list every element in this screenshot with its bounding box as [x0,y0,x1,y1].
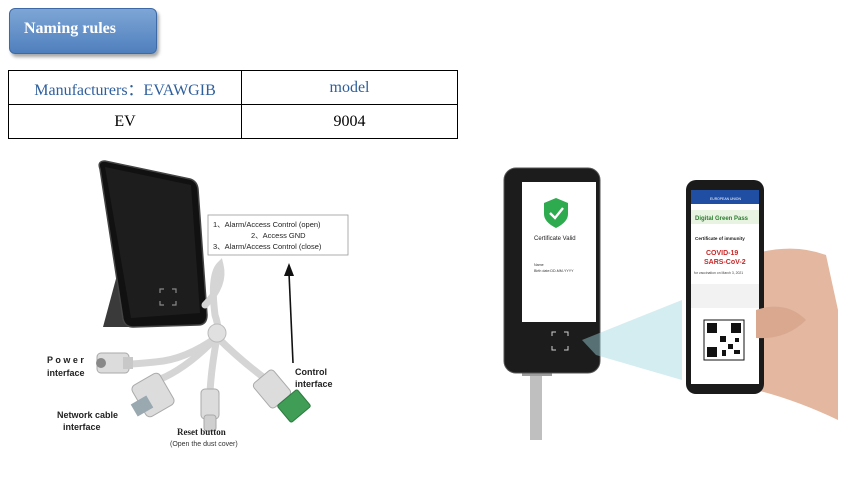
network-label-1: Network cable [57,410,118,420]
header-model: model [241,70,458,105]
pass-title: Digital Green Pass [695,216,749,222]
control-arrow [288,272,294,364]
reset-note: (Open the dust cover) [170,441,238,448]
certificate-valid-text: Certificate Valid [534,236,576,242]
screen-birth-line: Birth date:DD-MM-YYYY [534,269,574,273]
network-connector [130,372,175,418]
pin-list-box [207,214,349,256]
cable-junction [207,323,227,343]
device-interface-photo: 1、Alarm/Access Control (open) 2、Access G… [47,160,349,448]
naming-rules-badge: Naming rules [9,8,157,54]
power-label-2: interface [47,368,85,378]
power-connector [96,352,133,374]
vaccination-note: for vaccination on March 3, 2021 [694,271,743,275]
table-row: EV 9004 [8,104,458,139]
thumb [756,306,806,339]
control-arrow-head [284,263,294,276]
control-connector [252,369,311,423]
network-label-2: interface [63,422,101,432]
control-label-1: Control [295,367,327,377]
scan-beam [582,300,682,380]
naming-table: Manufacturers：EVAWGIB model EV 9004 [8,70,458,139]
pin-2-label: 2、Access GND [251,231,306,240]
cell-model-number: 9004 [241,104,458,139]
header-manufacturer: Manufacturers：EVAWGIB [8,70,242,105]
reset-connector [200,388,220,432]
device-screen [105,167,200,318]
pin-3-label: 3、Alarm/Access Control (close) [213,242,322,251]
reset-label: Reset button [177,427,226,437]
mounting-pole [530,370,542,440]
pin-1-label: 1、Alarm/Access Control (open) [213,220,321,229]
qr-code-icon [703,319,745,361]
power-label-1: P o w e r [47,355,84,365]
sars-label: SARS-CoV-2 [704,259,746,266]
cert-label: Certificate of immunity [695,236,745,241]
scanner-window-icon [159,288,177,306]
naming-rules-title: Naming rules [24,20,116,37]
device-scan-photo: Certificate Valid Name Birth date:DD-MM-… [503,167,838,440]
screen-name-line: Name [534,263,544,267]
info-strip [691,284,759,308]
eu-banner [691,190,759,204]
cell-manufacturer-code: EV [8,104,242,139]
scanner-window-icon [551,331,569,351]
shield-check-icon [544,198,568,228]
covid-label: COVID-19 [706,250,738,257]
eu-label: EUROPEAN UNION [710,197,741,201]
table-header-row: Manufacturers：EVAWGIB model [8,70,458,105]
pass-banner [691,210,759,224]
control-label-2: interface [295,379,333,389]
